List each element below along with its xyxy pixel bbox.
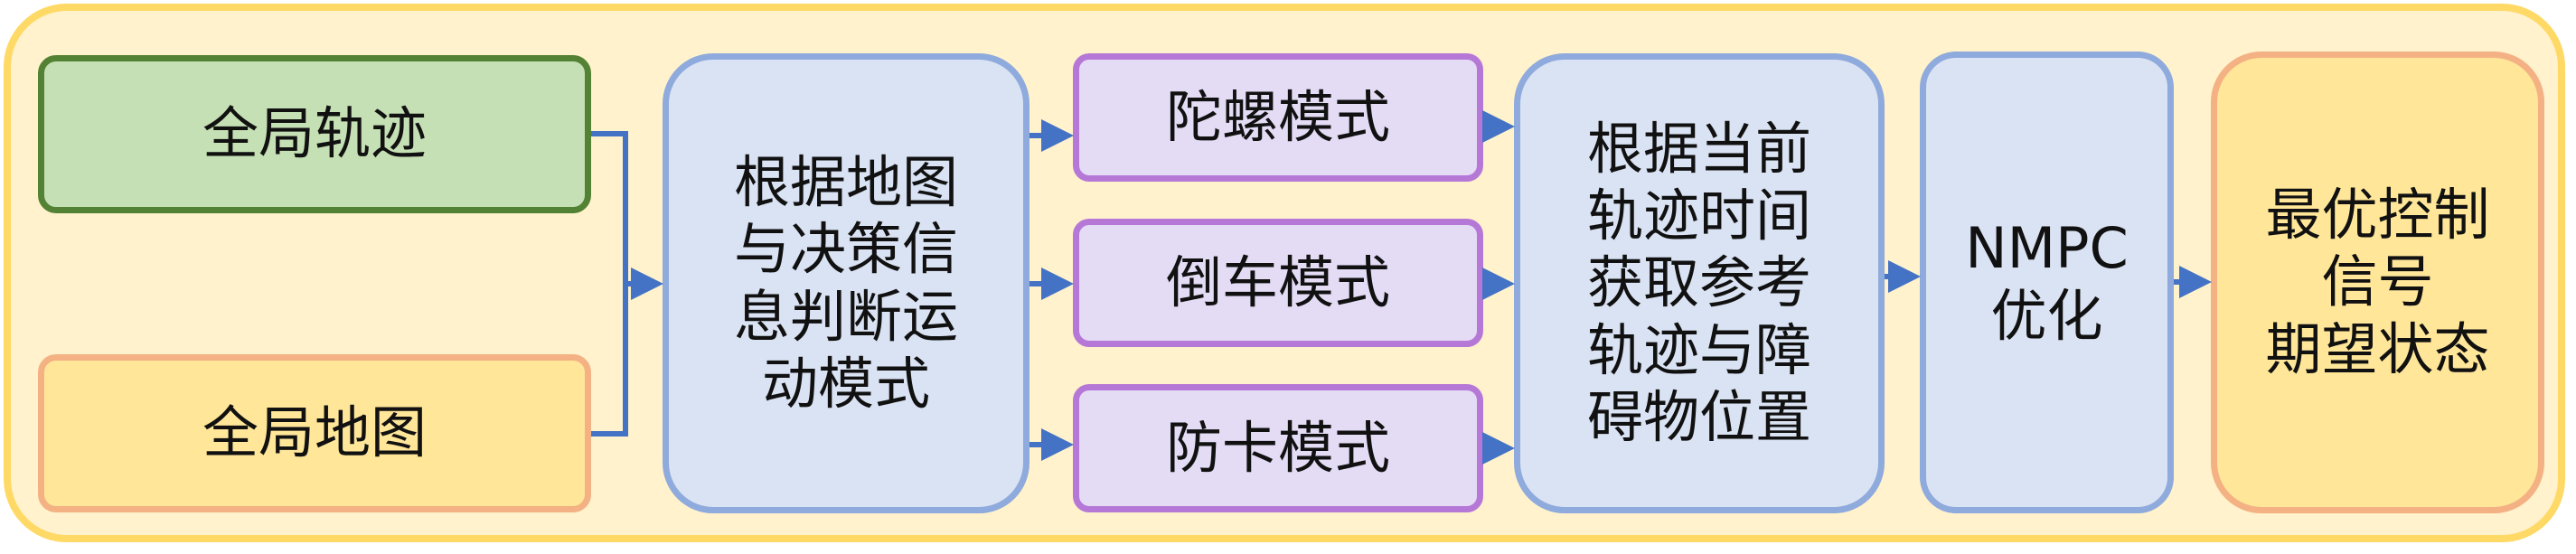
reverse-mode-label: 倒车模式 (1165, 249, 1390, 315)
mode-decision-node: 根据地图 与决策信 息判断运 动模式 (663, 53, 1029, 513)
mode-decision-label: 根据地图 与决策信 息判断运 动模式 (733, 148, 958, 417)
output-node: 最优控制 信号 期望状态 (2211, 52, 2544, 513)
gyro-mode-label: 陀螺模式 (1165, 83, 1390, 150)
output-label: 最优控制 信号 期望状态 (2265, 181, 2490, 382)
global-map-label: 全局地图 (202, 399, 427, 466)
nmpc-label: NMPC 优化 (1965, 215, 2129, 349)
anti-stuck-mode-node: 防卡模式 (1073, 384, 1483, 512)
global-trajectory-node: 全局轨迹 (38, 55, 591, 213)
nmpc-node: NMPC 优化 (1920, 52, 2174, 513)
reference-obstacle-label: 根据当前 轨迹时间 获取参考 轨迹与障 碍物位置 (1586, 115, 1811, 451)
anti-stuck-mode-label: 防卡模式 (1165, 414, 1390, 481)
reference-obstacle-node: 根据当前 轨迹时间 获取参考 轨迹与障 碍物位置 (1514, 53, 1885, 513)
merge-connector (591, 131, 628, 437)
global-trajectory-label: 全局轨迹 (202, 100, 427, 167)
reverse-mode-node: 倒车模式 (1073, 219, 1483, 347)
gyro-mode-node: 陀螺模式 (1073, 53, 1483, 182)
global-map-node: 全局地图 (38, 354, 591, 512)
